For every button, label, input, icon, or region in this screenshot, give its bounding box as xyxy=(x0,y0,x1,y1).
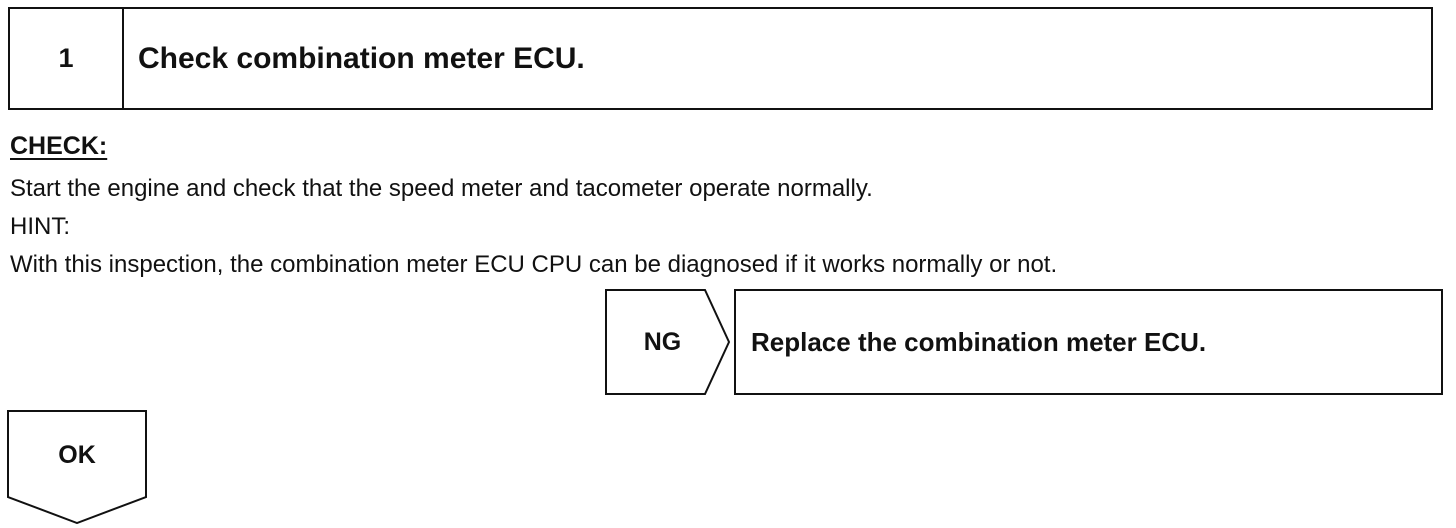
step-title: Check combination meter ECU. xyxy=(138,41,585,75)
ng-action-box: Replace the combination meter ECU. xyxy=(734,289,1443,395)
ng-label: NG xyxy=(643,327,682,356)
check-heading: CHECK: xyxy=(10,132,108,160)
ok-label: OK xyxy=(58,440,96,469)
ok-arrow-shape xyxy=(7,410,147,524)
hint-label: HINT: xyxy=(10,213,70,240)
ng-action-text: Replace the combination meter ECU. xyxy=(751,326,1207,357)
ng-arrow-shape xyxy=(605,289,731,395)
check-instruction: Start the engine and check that the spee… xyxy=(10,175,873,202)
hint-text: With this inspection, the combination me… xyxy=(10,251,1058,278)
step-number: 1 xyxy=(10,9,124,108)
step-header: 1 Check combination meter ECU. xyxy=(8,7,1433,110)
